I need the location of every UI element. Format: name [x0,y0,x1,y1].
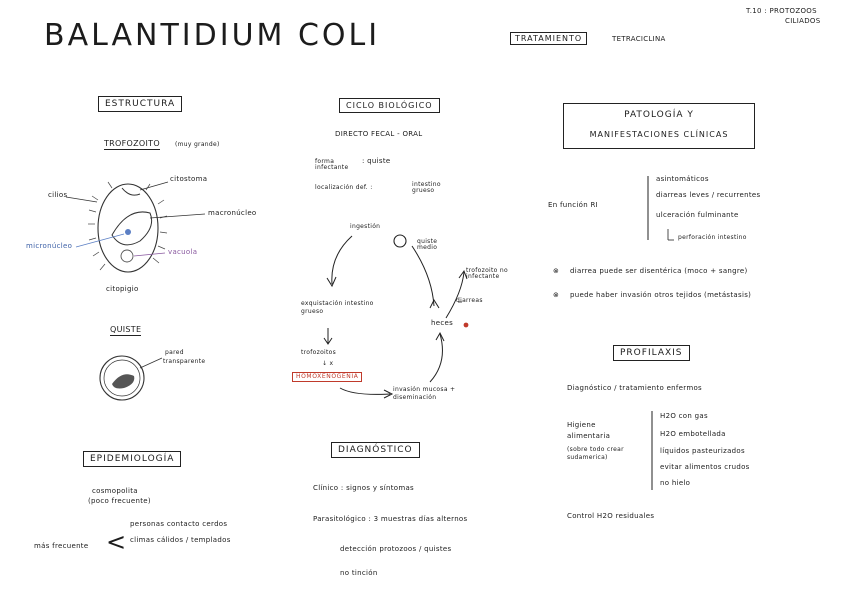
nota-2: puede haber invasión otros tejidos (metá… [570,291,752,299]
multiplication-label: ↓ x [322,360,334,367]
trofozoito-no-label: trofozoito no infectante [466,267,508,280]
tema-label-2: CILIADOS [785,17,821,25]
epidemiologia-heading: EPIDEMIOLOGÍA [83,451,182,467]
diagnostico-sub-1: detección protozoos / quistes [340,545,452,553]
manifestacion-4: perforación intestino [678,234,747,241]
homoxenia-box: HOMOXENOGENIA [292,372,363,382]
vacuola-label: vacuola [168,248,198,256]
higiene-note: (sobre todo crear sudamerica) [567,446,624,461]
higiene-label: Higiene alimentaria [567,421,611,440]
higiene-item-4: evitar alimentos crudos [660,463,750,471]
mas-frecuente-label: más frecuente [34,542,89,550]
ingestion-label: ingestión [350,223,381,230]
profilaxis-heading: PROFILAXIS [613,345,690,361]
nota-2-icon: ⊗ [553,291,560,299]
epidemiologia-item-1: personas contacto cerdos [130,520,228,528]
profilaxis-item-1: Diagnóstico / tratamiento enfermos [567,384,702,392]
localizacion-label: localización def. : [315,184,373,191]
ciclo-directo: DIRECTO FECAL - ORAL [335,130,423,138]
macronucleo-label: macronúcleo [208,209,257,217]
citostoma-label: citostoma [170,175,208,183]
micronucleo-label: micronúcleo [26,242,73,250]
patologia-heading-1: PATOLOGÍA Y [624,110,694,120]
transparente-label: transparente [163,358,206,365]
tema-label: T.10 : PROTOZOOS [746,7,817,15]
manifestacion-2: diarreas leves / recurrentes [656,191,761,199]
patologia-heading-box: PATOLOGÍA Y MANIFESTACIONES CLÍNICAS [563,103,755,149]
localizacion-value: intestino grueso [412,181,441,194]
citopigio-label: citopigio [106,285,139,293]
trofozoito-label: TROFOZOITO [104,139,160,150]
manifestacion-1: asintomáticos [656,175,709,183]
diagnostico-item-1: Clínico : signos y síntomas [313,484,415,492]
tratamiento-box: TRATAMIENTO [510,32,588,45]
cilios-label: cilios [48,191,68,199]
higiene-item-1: H2O con gas [660,412,708,420]
quiste-label: QUISTE [110,325,142,336]
cosmopolita-label: cosmopolita [92,487,138,495]
higiene-item-3: líquidos pasteurizados [660,447,745,455]
epidemiologia-item-2: climas cálidos / templados [130,536,231,544]
invasion-label: invasión mucosa + diseminación [393,386,456,402]
funcion-ri-label: En función RI [548,201,598,209]
profilaxis-item-3: Control H2O residuales [567,512,655,520]
page-title: BALANTIDIUM COLI [44,18,381,53]
estructura-heading: ESTRUCTURA [98,96,183,112]
ciclo-heading: CICLO BIOLÓGICO [339,98,440,113]
diarreas-label: diarreas [456,297,483,304]
nota-1-icon: ⊗ [553,267,560,275]
trofozoito-note: (muy grande) [175,141,220,148]
forma-label: forma infectante [315,158,349,171]
diagnostico-heading: DIAGNÓSTICO [331,442,420,458]
diagnostico-sub-2: no tinción [340,569,378,577]
pared-label: pared [165,349,184,356]
nota-1: diarrea puede ser disentérica (moco + sa… [570,267,748,275]
manifestacion-3: ulceración fulminante [656,211,739,219]
forma-value: : quiste [362,157,391,165]
bracket-icon: < [106,528,127,556]
exquistacion-label: exquistación intestino grueso [301,300,374,316]
quiste-medio-label: quiste medio [417,238,438,251]
heces-label: heces [431,319,454,327]
patologia-heading-2: MANIFESTACIONES CLÍNICAS [589,130,729,139]
poco-frecuente-label: (poco frecuente) [88,497,151,505]
diagnostico-item-2: Parasitológico : 3 muestras días alterno… [313,515,468,523]
higiene-item-5: no hielo [660,479,691,487]
tratamiento-value: TETRACICLINA [612,35,666,43]
higiene-item-2: H2O embotellada [660,430,726,438]
trofozoitos-label: trofozoitos [301,349,337,356]
